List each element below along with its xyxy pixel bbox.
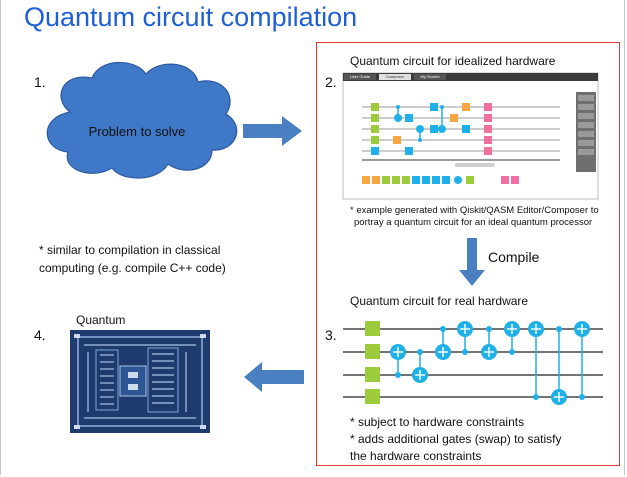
quantum-label: Quantum (76, 313, 126, 327)
ideal-note-line2: portray a quantum circuit for an ideal q… (354, 217, 593, 228)
real-note-line3: the hardware constraints (350, 449, 482, 463)
composer-screenshot (342, 72, 599, 200)
composer-tab-my-scores: My Scores (420, 74, 440, 79)
compilation-box (316, 42, 620, 466)
step-4-number: 4. (34, 327, 46, 343)
step-3-number: 3. (325, 327, 337, 343)
real-note-line1: * subject to hardware constraints (350, 415, 525, 429)
slide-title: Quantum circuit compilation (24, 2, 358, 32)
ideal-heading: Quantum circuit for idealized hardware (350, 54, 556, 68)
arrow-to-ideal (243, 116, 302, 146)
analogy-text-line2: computing (e.g. compile C++ code) (39, 261, 226, 275)
real-hardware-circuit (343, 321, 603, 405)
composer-tab-user-guide: User Guide (349, 74, 371, 79)
compile-arrow (459, 238, 485, 286)
compile-label: Compile (488, 249, 540, 265)
real-heading: Quantum circuit for real hardware (350, 294, 529, 308)
step-2-number: 2. (325, 74, 337, 90)
composer-tab-composer: Composer (385, 74, 405, 79)
arrow-to-quantum (244, 362, 304, 392)
cloud-shape (46, 61, 238, 179)
step-1-number: 1. (34, 74, 46, 90)
ideal-note-line1: * example generated with Qiskit/QASM Edi… (350, 205, 599, 216)
real-note-line2: * adds additional gates (swap) to satisf… (350, 432, 562, 446)
analogy-text-line1: * similar to compilation in classical (39, 243, 221, 257)
quantum-chip-image (70, 330, 210, 433)
problem-label: Problem to solve (88, 124, 186, 139)
